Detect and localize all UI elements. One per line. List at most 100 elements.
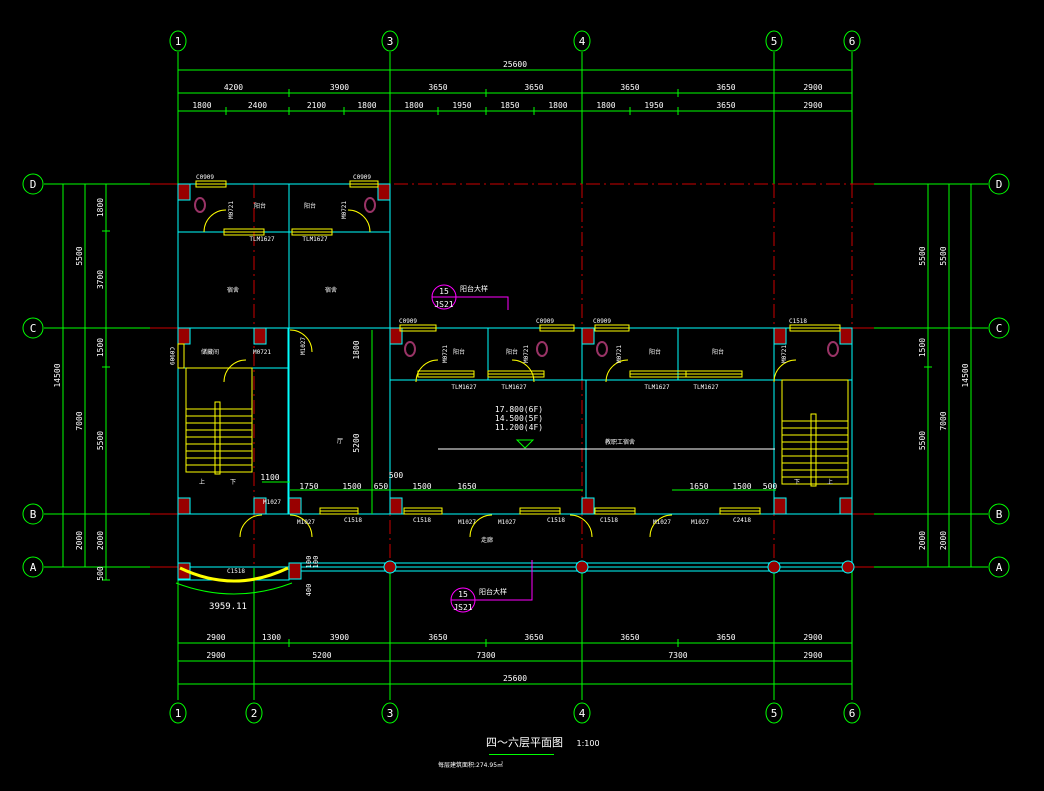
door-swing-5	[605, 359, 629, 383]
column-10	[288, 497, 302, 515]
axis-bubble-5-top	[765, 30, 783, 52]
axis-label-A-left: A	[30, 561, 37, 574]
round-column-1	[575, 560, 589, 574]
room-label-13: 下	[230, 479, 236, 486]
callout-text: 阳台大样	[460, 284, 488, 293]
dim-bottom-row2-label: 2900	[803, 651, 822, 660]
dim-right-inner-label: 5500	[918, 246, 927, 265]
callout-number: 15	[458, 590, 468, 599]
dim-bottom-row1-label: 1300	[262, 633, 281, 642]
column-1	[377, 183, 391, 201]
wall-3	[177, 367, 289, 515]
dim-bottom-row2-label: 5200	[312, 651, 331, 660]
axis-bubble-B-left	[22, 503, 44, 525]
dim-bottom-row1-label: 3650	[620, 633, 639, 642]
dim-top-row2-label: 1950	[644, 101, 663, 110]
round-column-3	[841, 560, 855, 574]
room-label-14: 下	[794, 479, 800, 486]
axis-label-D-right: D	[996, 178, 1003, 191]
dim-interior-label-v0: 1800	[352, 340, 361, 359]
axis-bubble-6-top	[843, 30, 861, 52]
column-14	[839, 497, 853, 515]
callout-text: 阳台大样	[479, 587, 507, 596]
column-9	[253, 497, 267, 515]
window-tag-0: C0909	[196, 174, 214, 181]
dim-top-row2-label: 1800	[357, 101, 376, 110]
axis-bubble-2-bottom	[245, 702, 263, 724]
axis-label-4-bottom: 4	[579, 707, 586, 720]
dim-bottom-row1-label: 2900	[206, 633, 225, 642]
room-label-3: 阳台	[304, 202, 316, 210]
window-tag-12: C2418	[733, 517, 751, 524]
axis-label-B-left: B	[30, 508, 37, 521]
dim-right-mid-label: 5500	[939, 246, 948, 265]
axis-label-2-bottom: 2	[251, 707, 258, 720]
room-label-10: 走廊	[481, 536, 493, 544]
door-tag-7: M1027	[300, 337, 307, 355]
bay-window	[179, 566, 289, 583]
stair-1	[781, 379, 849, 485]
window-tag-5: C1518	[789, 318, 807, 325]
elevation-label-1: 14.500(5F)	[495, 414, 543, 423]
window-tag-11: C1518	[600, 517, 618, 524]
tlm-tag-2: TLM1627	[451, 384, 477, 391]
dim-bottom-row1-label: 3900	[330, 633, 349, 642]
axis-bubble-3-bottom	[381, 702, 399, 724]
dim-right-inner-label: 1500	[918, 338, 927, 357]
dim-interior-label-9: 500	[763, 482, 778, 491]
window-tag-3: C0909	[536, 318, 554, 325]
axis-bubble-4-top	[573, 30, 591, 52]
room-label-5: 阳台	[506, 348, 518, 356]
axis-bubble-1-bottom	[169, 702, 187, 724]
dim-left-inner-label: 5500	[96, 431, 105, 450]
dim-bottom-row1-label: 2900	[803, 633, 822, 642]
area-note: 每层建筑面积:274.95㎡	[438, 762, 504, 769]
tlm-tag-5: TLM1627	[693, 384, 719, 391]
room-label-11: 教职工宿舍	[605, 438, 635, 446]
dim-interior-label-0: 1100	[260, 473, 279, 482]
door-swing-12	[223, 359, 247, 383]
axis-label-3-top: 3	[387, 35, 394, 48]
wall-1	[177, 231, 391, 329]
dim-right-mid-label: 2000	[939, 531, 948, 550]
dim-left-inner-label: 2000	[96, 531, 105, 550]
door-swing-6	[773, 359, 797, 383]
dim-bottom-row2-label: 7300	[668, 651, 687, 660]
toilet-icon-1	[364, 197, 376, 213]
dim-bottom-total-label: 25600	[503, 674, 527, 683]
dim-right-inner-label: 5500	[918, 431, 927, 450]
axis-label-5-top: 5	[771, 35, 778, 48]
room-label-1: 宿舍	[325, 286, 337, 294]
door-tag-10: M1027	[458, 519, 476, 526]
column-11	[389, 497, 403, 515]
dim-interior-label-5: 1500	[412, 482, 431, 491]
axis-label-6-top: 6	[849, 35, 856, 48]
stair-0	[185, 367, 253, 473]
dim-left-inner-label: 1500	[96, 338, 105, 357]
dim-bottom-row2-label: 7300	[476, 651, 495, 660]
dim-top-row2-label: 2100	[307, 101, 326, 110]
wall-2	[177, 327, 289, 369]
stair-handrail	[810, 413, 817, 487]
dim-top-total-label: 25600	[503, 60, 527, 69]
axis-label-B-right: B	[996, 508, 1003, 521]
dim-left-mid-label: 2000	[75, 531, 84, 550]
room-label-0: 宿舍	[227, 286, 239, 294]
arc-dim-label: 3959.11	[209, 602, 247, 612]
axis-label-6-bottom: 6	[849, 707, 856, 720]
dim-interior-label-6: 1650	[457, 482, 476, 491]
tlm-tag-3: TLM1627	[501, 384, 527, 391]
elevation-label-2: 11.200(4F)	[495, 423, 543, 432]
column-13	[773, 497, 787, 515]
axis-bubble-C-right	[988, 317, 1010, 339]
window-tag-6: C0909	[168, 347, 175, 365]
wall-11	[585, 379, 775, 515]
door-tag-12: M1027	[653, 519, 671, 526]
door-swing-10	[569, 514, 593, 538]
window-tag-1: C0909	[353, 174, 371, 181]
toilet-icon-0	[194, 197, 206, 213]
dim-interior-label-3: 650	[374, 482, 389, 491]
dim-left-inner-label: 500	[96, 566, 105, 581]
door-swing-7	[239, 514, 263, 538]
axis-bubble-A-right	[988, 556, 1010, 578]
